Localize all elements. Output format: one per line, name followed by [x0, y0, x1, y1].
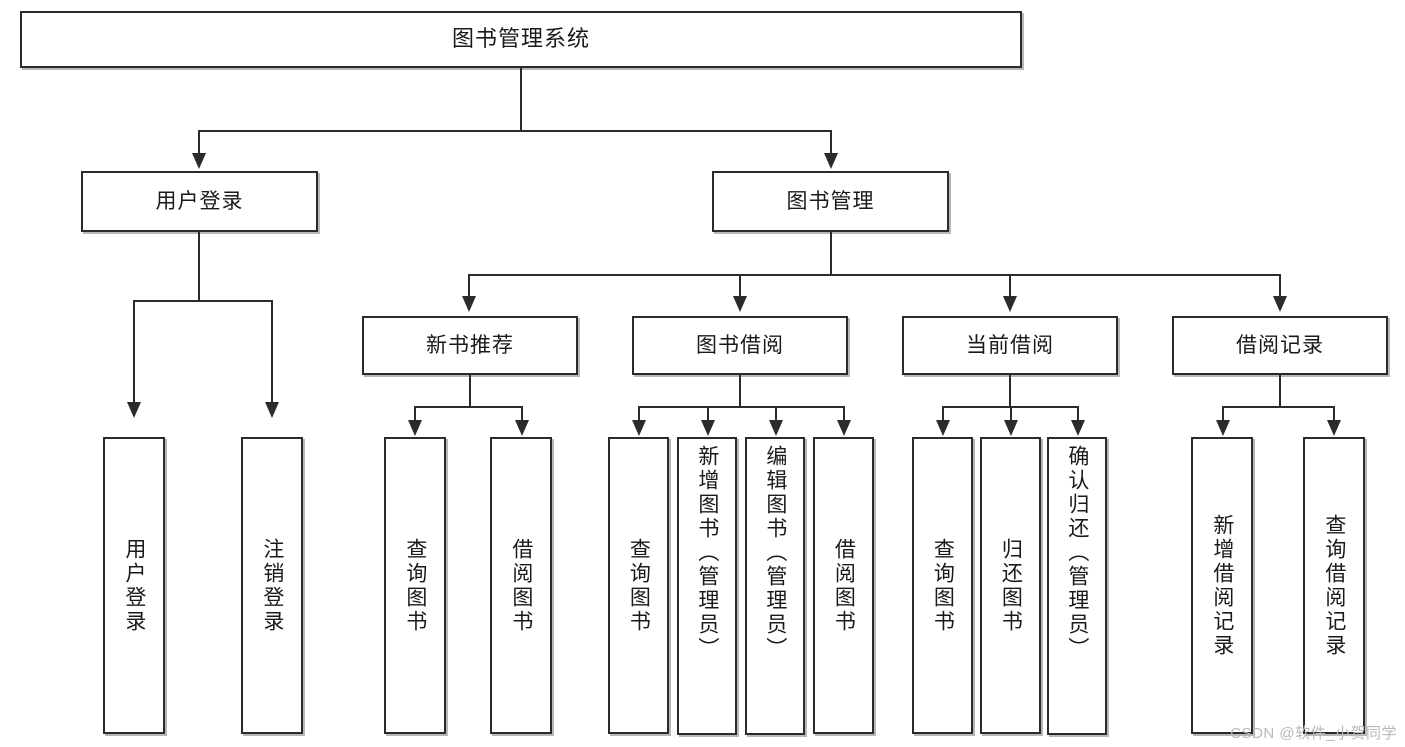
arrow-book-borrow-to-leaf-2 — [701, 420, 715, 436]
node-leaf-user-login-label: 用户登录 — [122, 537, 146, 634]
node-book-borrow-label: 图书借阅 — [696, 333, 784, 357]
connector-new-book-rec-bus — [414, 406, 522, 408]
connector-book-borrow-to-leaf-3 — [775, 406, 777, 422]
node-leaf-query-book-2-label: 查询图书 — [627, 537, 651, 634]
arrow-book-manage-to-current-borrow — [1003, 296, 1017, 312]
node-borrow-record-label: 借阅记录 — [1236, 333, 1324, 357]
connector-current-borrow-to-leaf-3 — [1077, 406, 1079, 422]
node-leaf-borrow-book-1-label: 借阅图书 — [509, 537, 533, 634]
node-book-manage[interactable]: 图书管理 — [712, 171, 949, 232]
connector-user-login-to-leaf-1 — [133, 300, 135, 404]
node-leaf-query-record[interactable]: 查询借阅记录 — [1303, 437, 1365, 734]
arrow-current-borrow-to-leaf-1 — [936, 420, 950, 436]
node-leaf-confirm-return-label: 确认归还（管理员） — [1065, 445, 1089, 661]
node-leaf-add-book-label: 新增图书（管理员） — [695, 445, 719, 661]
node-book-borrow[interactable]: 图书借阅 — [632, 316, 848, 375]
arrow-book-manage-to-book-borrow — [733, 296, 747, 312]
arrow-new-book-rec-to-leaf-1 — [408, 420, 422, 436]
arrow-root-to-user-login — [192, 153, 206, 169]
connector-book-manage-bus — [468, 274, 1280, 276]
node-leaf-user-logout[interactable]: 注销登录 — [241, 437, 303, 734]
connector-book-manage-stem — [830, 232, 832, 274]
node-leaf-query-book-3-label: 查询图书 — [931, 537, 955, 634]
arrow-book-manage-to-borrow-record — [1273, 296, 1287, 312]
connector-root-to-user-login — [198, 130, 200, 155]
node-leaf-edit-book-label: 编辑图书（管理员） — [763, 445, 787, 661]
node-leaf-borrow-book-2[interactable]: 借阅图书 — [813, 437, 874, 734]
arrow-user-login-to-leaf-1 — [127, 402, 141, 418]
connector-new-book-rec-to-leaf-2 — [521, 406, 523, 422]
node-leaf-borrow-book-2-label: 借阅图书 — [832, 537, 856, 634]
node-borrow-record[interactable]: 借阅记录 — [1172, 316, 1388, 375]
connector-root-stem — [520, 68, 522, 130]
connector-borrow-record-stem — [1279, 375, 1281, 406]
arrow-book-borrow-to-leaf-1 — [632, 420, 646, 436]
connector-book-manage-to-borrow-record — [1279, 274, 1281, 298]
node-leaf-add-record[interactable]: 新增借阅记录 — [1191, 437, 1253, 734]
connector-book-manage-to-current-borrow — [1009, 274, 1011, 298]
node-book-manage-label: 图书管理 — [786, 189, 875, 213]
node-current-borrow[interactable]: 当前借阅 — [902, 316, 1118, 375]
arrow-book-borrow-to-leaf-4 — [837, 420, 851, 436]
arrow-root-to-book-manage — [824, 153, 838, 169]
connector-borrow-record-to-leaf-2 — [1333, 406, 1335, 422]
connector-book-manage-to-book-borrow — [739, 274, 741, 298]
node-leaf-query-book-2[interactable]: 查询图书 — [608, 437, 669, 734]
connector-user-login-stem — [198, 232, 200, 300]
arrow-book-borrow-to-leaf-3 — [769, 420, 783, 436]
arrow-borrow-record-to-leaf-1 — [1216, 420, 1230, 436]
node-leaf-return-book-label: 归还图书 — [999, 537, 1023, 634]
node-leaf-user-login[interactable]: 用户登录 — [103, 437, 165, 734]
node-leaf-add-book[interactable]: 新增图书（管理员） — [677, 437, 737, 735]
node-root[interactable]: 图书管理系统 — [20, 11, 1022, 68]
node-root-label: 图书管理系统 — [451, 26, 590, 52]
connector-book-borrow-to-leaf-2 — [707, 406, 709, 422]
node-leaf-add-record-label: 新增借阅记录 — [1210, 513, 1234, 658]
arrow-borrow-record-to-leaf-2 — [1327, 420, 1341, 436]
connector-book-borrow-stem — [739, 375, 741, 406]
node-leaf-query-book-1-label: 查询图书 — [403, 537, 427, 634]
node-leaf-confirm-return[interactable]: 确认归还（管理员） — [1047, 437, 1107, 735]
connector-current-borrow-to-leaf-1 — [942, 406, 944, 422]
node-leaf-user-logout-label: 注销登录 — [260, 537, 284, 634]
node-leaf-borrow-book-1[interactable]: 借阅图书 — [490, 437, 552, 734]
connector-root-bus — [198, 130, 832, 132]
connector-user-login-to-leaf-2 — [271, 300, 273, 404]
connector-borrow-record-to-leaf-1 — [1222, 406, 1224, 422]
connector-book-borrow-to-leaf-1 — [638, 406, 640, 422]
connector-new-book-rec-to-leaf-1 — [414, 406, 416, 422]
connector-book-borrow-bus — [638, 406, 844, 408]
node-leaf-query-record-label: 查询借阅记录 — [1322, 513, 1346, 658]
node-new-book-rec-label: 新书推荐 — [426, 333, 514, 357]
node-new-book-rec[interactable]: 新书推荐 — [362, 316, 578, 375]
watermark: CSDN @软件_小贺同学 — [1230, 725, 1397, 742]
node-user-login[interactable]: 用户登录 — [81, 171, 318, 232]
node-current-borrow-label: 当前借阅 — [966, 333, 1054, 357]
connector-book-borrow-to-leaf-4 — [843, 406, 845, 422]
arrow-user-login-to-leaf-2 — [265, 402, 279, 418]
node-leaf-query-book-1[interactable]: 查询图书 — [384, 437, 446, 734]
arrow-new-book-rec-to-leaf-2 — [515, 420, 529, 436]
connector-new-book-rec-stem — [469, 375, 471, 406]
connector-current-borrow-to-leaf-2 — [1010, 406, 1012, 422]
connector-book-manage-to-new-book-rec — [468, 274, 470, 298]
node-leaf-return-book[interactable]: 归还图书 — [980, 437, 1041, 734]
node-leaf-edit-book[interactable]: 编辑图书（管理员） — [745, 437, 805, 735]
arrow-current-borrow-to-leaf-2 — [1004, 420, 1018, 436]
arrow-book-manage-to-new-book-rec — [462, 296, 476, 312]
connector-current-borrow-stem — [1009, 375, 1011, 406]
connector-borrow-record-bus — [1222, 406, 1334, 408]
node-user-login-label: 用户登录 — [155, 189, 244, 213]
node-leaf-query-book-3[interactable]: 查询图书 — [912, 437, 973, 734]
connector-root-to-book-manage — [830, 130, 832, 155]
arrow-current-borrow-to-leaf-3 — [1071, 420, 1085, 436]
connector-user-login-bus — [133, 300, 273, 302]
